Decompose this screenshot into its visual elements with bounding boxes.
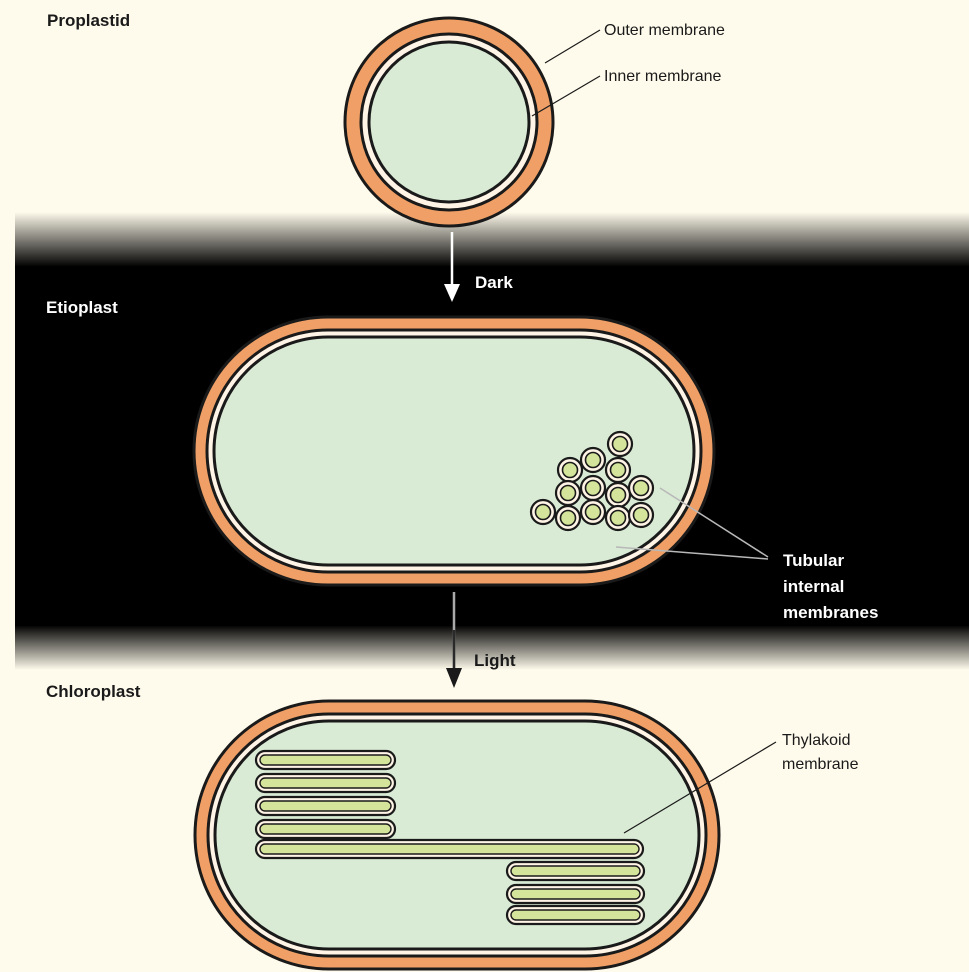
thylakoid-lamella [507, 906, 644, 924]
inner-membrane-label: Inner membrane [604, 68, 721, 85]
proplastid [345, 18, 553, 226]
tubule [608, 432, 632, 456]
tubule [606, 458, 630, 482]
dark-label: Dark [475, 273, 513, 292]
tubule [531, 500, 555, 524]
chloroplast-title: Chloroplast [46, 682, 141, 701]
proplastid-title: Proplastid [47, 11, 130, 30]
thylakoid-lamella [256, 751, 395, 769]
thylakoid-lamella [256, 797, 395, 815]
tubular-label-line3: membranes [783, 603, 878, 622]
thylakoid-lamella [256, 840, 643, 858]
outer-membrane-leader [545, 30, 600, 63]
outer-membrane-label: Outer membrane [604, 22, 725, 39]
proplastid-stroma [369, 42, 529, 202]
tubular-label-line1: Tubular [783, 551, 844, 570]
tubule [629, 476, 653, 500]
tubule [581, 500, 605, 524]
thylakoid-lamella [256, 774, 395, 792]
tubule [581, 476, 605, 500]
thylakoid-lamella [256, 820, 395, 838]
tubule [606, 506, 630, 530]
light-label: Light [474, 651, 516, 670]
dark-band-fade-top [15, 212, 969, 267]
etioplast [194, 317, 714, 585]
thylakoid-lamella [507, 885, 644, 903]
tubule [556, 481, 580, 505]
thylakoid-label-line1: Thylakoid [782, 732, 850, 749]
tubule [556, 506, 580, 530]
etioplast-title: Etioplast [46, 298, 118, 317]
tubule [581, 448, 605, 472]
tubular-label-line2: internal [783, 577, 844, 596]
tubule [558, 458, 582, 482]
chloroplast [195, 701, 719, 969]
tubule [606, 483, 630, 507]
thylakoid-label-line2: membrane [782, 756, 859, 773]
thylakoid-lamella [507, 862, 644, 880]
tubule [629, 503, 653, 527]
